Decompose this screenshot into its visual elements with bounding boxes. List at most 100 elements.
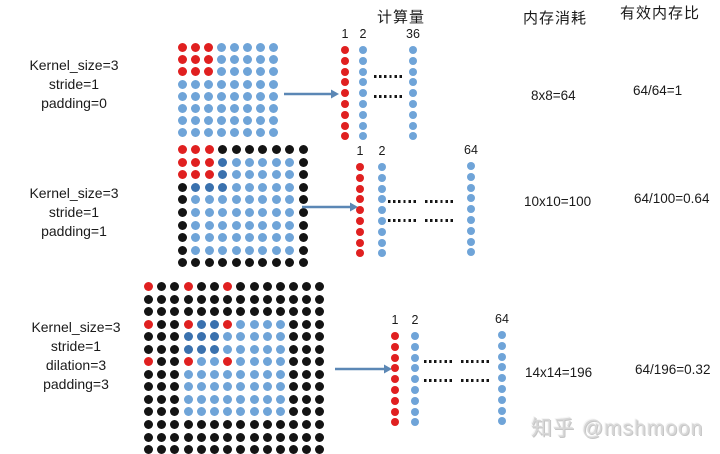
param-line: padding=3	[43, 376, 109, 392]
grid-dot	[298, 182, 308, 192]
ellipsis-dots	[388, 219, 454, 222]
grid-dot	[302, 344, 312, 354]
grid-dot	[289, 294, 299, 304]
grid-dot	[243, 103, 252, 113]
grid-dot	[196, 332, 206, 342]
comp-column-dots	[498, 331, 506, 426]
param-line: dilation=3	[45, 357, 107, 373]
grid-dot	[170, 319, 180, 329]
comp-dot	[359, 99, 367, 108]
comp-dot	[378, 206, 386, 215]
grid-dot	[275, 432, 285, 442]
grid-dot	[183, 432, 193, 442]
comp-dot	[391, 385, 399, 394]
grid-dot	[285, 182, 295, 192]
grid-dot	[302, 369, 312, 379]
grid-dot	[315, 445, 325, 454]
comp-dot	[341, 89, 349, 98]
grid-dot	[236, 407, 246, 417]
grid-dot	[191, 207, 201, 217]
comp-dot	[341, 99, 349, 108]
grid-dot	[275, 319, 285, 329]
grid-dot	[191, 67, 200, 77]
comp-column-2-64: 64	[461, 143, 481, 257]
comp-dot	[467, 215, 475, 224]
comp-dot	[391, 353, 399, 362]
grid-dot	[178, 157, 187, 167]
arrow-icon-1	[284, 89, 339, 99]
grid-dot	[218, 220, 228, 230]
grid-dot	[271, 145, 281, 154]
grid-dot	[256, 55, 265, 65]
grid-dot	[204, 67, 213, 77]
grid-dot	[191, 195, 201, 205]
comp-column-dots	[359, 46, 367, 141]
grid-dot	[170, 344, 180, 354]
comp-dot	[341, 110, 349, 119]
comp-column-dots	[409, 46, 417, 141]
grid-dot	[170, 307, 180, 317]
grid-dot	[191, 220, 201, 230]
comp-dot	[356, 227, 364, 236]
grid-dot	[236, 369, 246, 379]
grid-dot	[196, 369, 206, 379]
grid-dot	[262, 394, 272, 404]
grid-dot	[157, 332, 167, 342]
grid-dot	[244, 207, 254, 217]
memory-value-2: 10x10=100	[524, 194, 592, 209]
grid-dot	[275, 307, 285, 317]
grid-dot	[230, 128, 239, 138]
grid-dot	[249, 357, 259, 367]
grid-dot	[178, 128, 187, 138]
comp-column-2-2: 2	[372, 144, 392, 258]
grid-dot	[258, 207, 268, 217]
grid-dot	[204, 220, 214, 230]
comp-dot	[378, 249, 386, 258]
grid-dot	[196, 344, 206, 354]
grid-dot	[271, 157, 281, 167]
grid-dot	[144, 369, 153, 379]
param-line: padding=1	[41, 223, 107, 239]
grid-dot	[231, 182, 241, 192]
grid-dot	[196, 319, 206, 329]
grid-dot	[183, 369, 193, 379]
grid-dot	[315, 407, 325, 417]
grid-dot	[249, 332, 259, 342]
grid-dot	[218, 182, 228, 192]
grid-dot	[302, 307, 312, 317]
ellipsis-group	[374, 95, 403, 98]
comp-dot	[411, 342, 419, 351]
grid-dot	[209, 369, 219, 379]
grid-dot	[218, 145, 228, 154]
grid-dot	[249, 407, 259, 417]
comp-dot	[411, 375, 419, 384]
grid-dot	[298, 195, 308, 205]
grid-dot	[204, 43, 213, 52]
comp-column-label: 2	[411, 313, 419, 327]
comp-dot	[341, 56, 349, 65]
comp-dot	[467, 205, 475, 214]
grid-dot	[231, 245, 241, 255]
comp-column-label: 1	[341, 27, 349, 41]
grid-dot	[302, 294, 312, 304]
grid-dot	[231, 220, 241, 230]
grid-dot	[178, 233, 187, 243]
comp-column-dots	[411, 332, 419, 427]
grid-dot	[157, 445, 167, 454]
grid-dot	[315, 369, 325, 379]
ellipsis-dots	[374, 75, 403, 78]
grid-dot	[191, 182, 201, 192]
grid-dot	[269, 91, 278, 101]
grid-dot	[223, 294, 233, 304]
ellipsis-group	[388, 219, 417, 222]
grid-dot	[223, 369, 233, 379]
grid-dot	[315, 420, 325, 430]
comp-dot	[411, 396, 419, 405]
grid-dot	[315, 282, 325, 291]
grid-dot	[289, 344, 299, 354]
grid-dot	[289, 382, 299, 392]
ellipsis-group	[388, 200, 417, 203]
grid-dot	[249, 432, 259, 442]
grid-dot	[217, 91, 226, 101]
comp-dot	[359, 89, 367, 98]
